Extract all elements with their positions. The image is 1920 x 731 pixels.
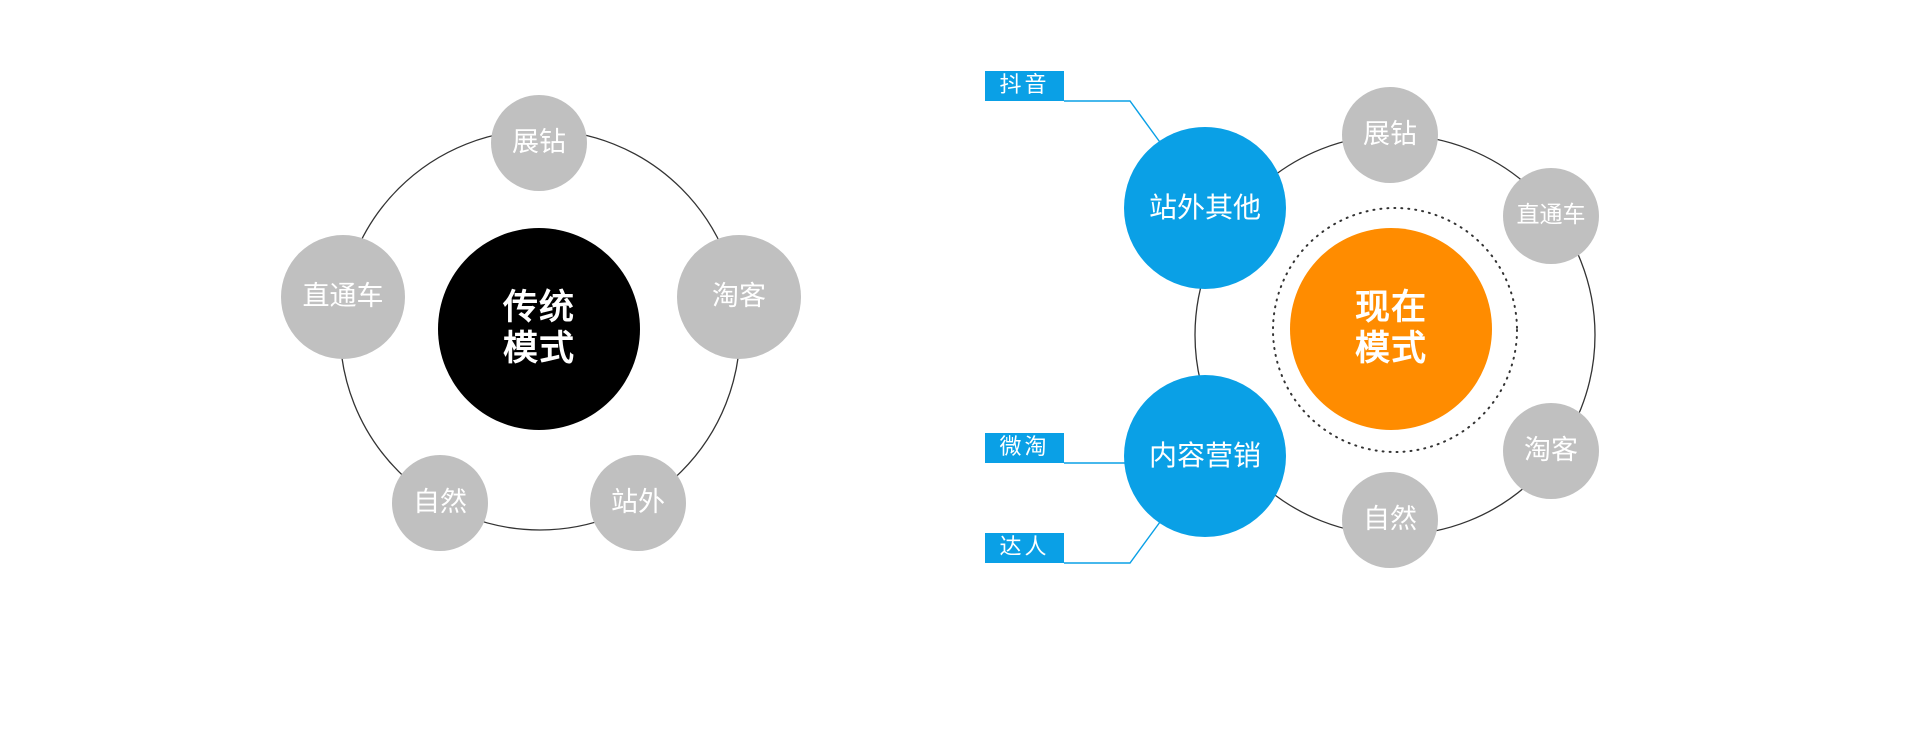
node-label: 自然: [413, 487, 467, 519]
node-label: 淘客: [712, 281, 766, 313]
tag-label: 微淘: [999, 435, 1050, 460]
node-label: 展钻: [512, 127, 566, 159]
traditional-center-line1: 传统: [502, 287, 575, 328]
node-label: 站外其他: [1148, 191, 1261, 225]
node-label: 直通车: [1516, 202, 1586, 229]
traditional-node-ziran: 自然: [392, 455, 488, 551]
traditional-node-zhanzuan: 展钻: [491, 95, 587, 191]
current-node-zhitongche: 直通车: [1503, 168, 1599, 264]
current-node-ziran: 自然: [1342, 472, 1438, 568]
current-dotted-ring: [1272, 207, 1518, 453]
current-node-taoke: 淘客: [1503, 403, 1599, 499]
node-label: 展钻: [1363, 119, 1417, 151]
tag-label: 抖音: [999, 73, 1050, 98]
traditional-node-zhitongche: 直通车: [281, 235, 405, 359]
tag-douyin: 抖音: [985, 71, 1064, 101]
current-node-zhanzuan: 展钻: [1342, 87, 1438, 183]
current-node-content-marketing: 内容营销: [1124, 375, 1286, 537]
node-label: 自然: [1363, 504, 1417, 536]
traditional-node-zhanwai: 站外: [590, 455, 686, 551]
traditional-center: 传统 模式: [438, 228, 640, 430]
tag-weitao: 微淘: [985, 433, 1064, 463]
current-node-offsite-other: 站外其他: [1124, 127, 1286, 289]
traditional-node-taoke: 淘客: [677, 235, 801, 359]
node-label: 直通车: [302, 281, 384, 313]
tag-daren: 达人: [985, 533, 1064, 563]
current-center-line1: 现在: [1354, 287, 1427, 328]
current-center-line2: 模式: [1354, 329, 1427, 369]
node-label: 内容营销: [1148, 439, 1261, 473]
node-label: 淘客: [1524, 435, 1578, 467]
tag-label: 达人: [999, 535, 1050, 560]
tag-line-daren: [1064, 521, 1161, 564]
traditional-center-line2: 模式: [502, 329, 575, 369]
tag-line-douyin: [1064, 100, 1163, 146]
node-label: 站外: [611, 487, 665, 519]
current-center: 现在 模式: [1290, 228, 1492, 430]
